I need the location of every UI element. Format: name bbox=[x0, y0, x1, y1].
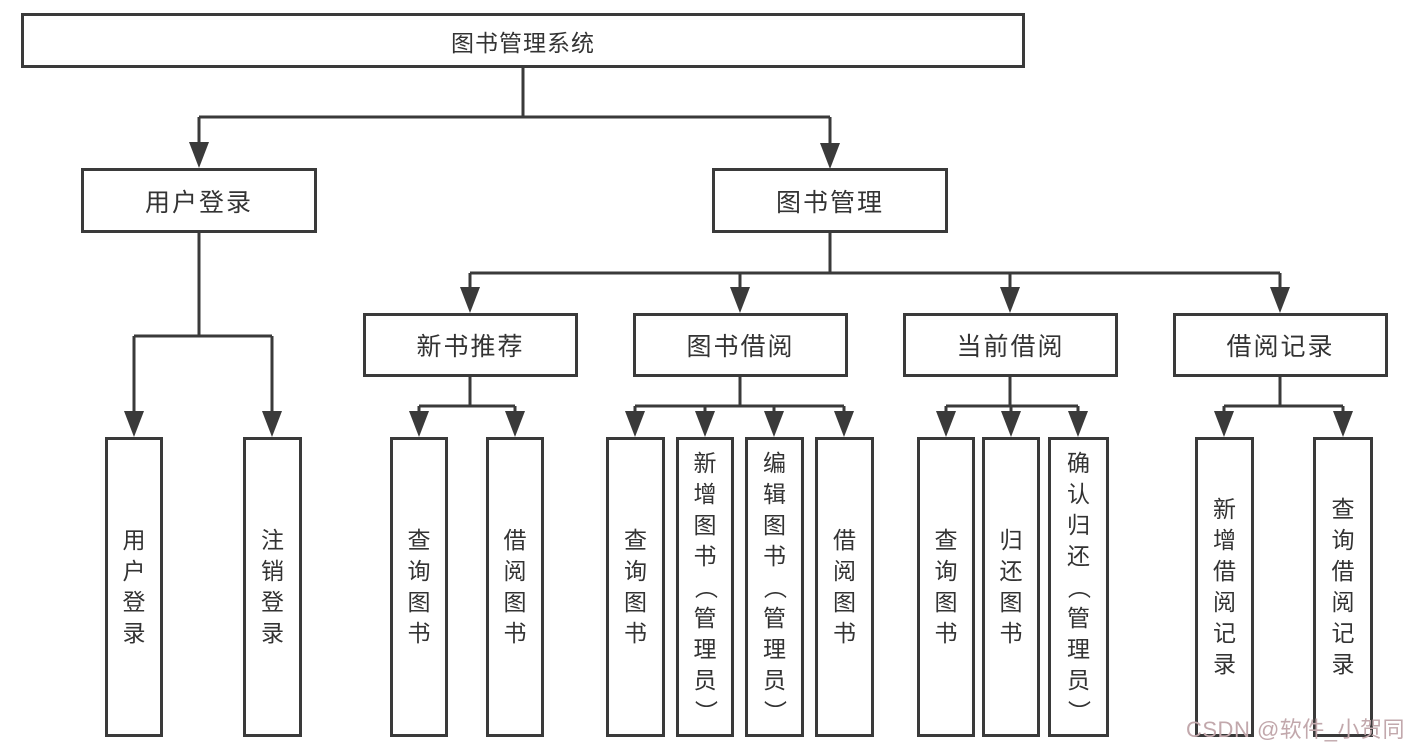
node-label: 图书管理 bbox=[775, 188, 884, 217]
arrowhead bbox=[625, 411, 645, 437]
arrowhead bbox=[262, 411, 282, 437]
arrowhead bbox=[189, 142, 209, 168]
connector-book-management bbox=[460, 233, 1290, 313]
arrowhead bbox=[1214, 411, 1234, 437]
node-book-management: 图书管理 bbox=[712, 168, 948, 233]
node-label: 图书借阅 bbox=[686, 333, 795, 361]
node-current-borrow: 当前借阅 bbox=[903, 313, 1118, 377]
node-user-login: 用户登录 bbox=[81, 168, 317, 233]
arrowhead bbox=[764, 411, 784, 437]
connector-root bbox=[189, 68, 840, 169]
node-book-borrow: 图书借阅 bbox=[633, 313, 848, 377]
arrowhead bbox=[1333, 411, 1353, 437]
node-label: 编辑图书（管理员） bbox=[762, 449, 788, 723]
csdn-watermark: CSDN @软件_小贺同学 bbox=[1186, 717, 1405, 742]
node-label: 新书推荐 bbox=[416, 333, 525, 361]
leaf-query-books-recommend: 查询图书 bbox=[390, 437, 448, 737]
arrowhead bbox=[1001, 411, 1021, 437]
arrowhead bbox=[820, 143, 840, 169]
arrowhead bbox=[409, 411, 429, 437]
arrowhead bbox=[460, 287, 480, 313]
arrowhead bbox=[834, 411, 854, 437]
node-label: 借阅记录 bbox=[1226, 333, 1335, 361]
connector-new-book-recommend bbox=[409, 377, 525, 437]
node-label: 归还图书 bbox=[999, 527, 1023, 646]
arrowhead bbox=[936, 411, 956, 437]
connector-user-login bbox=[124, 233, 282, 437]
leaf-confirm-return-admin: 确认归还（管理员） bbox=[1048, 437, 1109, 737]
node-borrow-records: 借阅记录 bbox=[1173, 313, 1388, 377]
node-label: 借阅图书 bbox=[833, 527, 856, 646]
leaf-query-books-current: 查询图书 bbox=[917, 437, 975, 737]
connector-current-borrow bbox=[936, 377, 1088, 437]
connector-borrow-records bbox=[1214, 377, 1353, 437]
node-label: 查询图书 bbox=[624, 527, 647, 646]
arrowhead bbox=[1270, 287, 1290, 313]
node-label: 查询图书 bbox=[407, 527, 431, 646]
arrowhead bbox=[1000, 287, 1020, 313]
node-new-book-recommend: 新书推荐 bbox=[363, 313, 578, 377]
leaf-add-books-admin: 新增图书（管理员） bbox=[676, 437, 734, 737]
node-label: 图书管理系统 bbox=[451, 29, 595, 56]
node-label: 借阅图书 bbox=[503, 527, 527, 646]
arrowhead bbox=[505, 411, 525, 437]
arrowhead bbox=[124, 411, 144, 437]
arrowhead bbox=[730, 287, 750, 313]
node-label: 查询借阅记录 bbox=[1331, 496, 1355, 677]
leaf-logout: 注销登录 bbox=[243, 437, 302, 737]
connector-book-borrow bbox=[625, 377, 854, 437]
node-label: 新增借阅记录 bbox=[1213, 496, 1236, 677]
leaf-query-borrow-record: 查询借阅记录 bbox=[1313, 437, 1373, 737]
leaf-query-books-borrow: 查询图书 bbox=[606, 437, 665, 737]
node-label: 查询图书 bbox=[934, 527, 958, 646]
node-label: 确认归还（管理员） bbox=[1066, 449, 1092, 723]
node-label: 当前借阅 bbox=[956, 333, 1065, 361]
leaf-borrow-books-recommend: 借阅图书 bbox=[486, 437, 544, 737]
arrowhead bbox=[695, 411, 715, 437]
arrowhead bbox=[1068, 411, 1088, 437]
node-label: 新增图书（管理员） bbox=[692, 449, 719, 723]
leaf-return-books: 归还图书 bbox=[982, 437, 1040, 737]
leaf-edit-books-admin: 编辑图书（管理员） bbox=[745, 437, 804, 737]
node-root: 图书管理系统 bbox=[21, 13, 1025, 68]
node-label: 用户登录 bbox=[144, 188, 253, 217]
leaf-user-login: 用户登录 bbox=[105, 437, 163, 737]
node-label: 用户登录 bbox=[122, 527, 146, 646]
leaf-add-borrow-record: 新增借阅记录 bbox=[1195, 437, 1254, 737]
leaf-borrow-books-borrow: 借阅图书 bbox=[815, 437, 874, 737]
node-label: 注销登录 bbox=[261, 527, 284, 646]
